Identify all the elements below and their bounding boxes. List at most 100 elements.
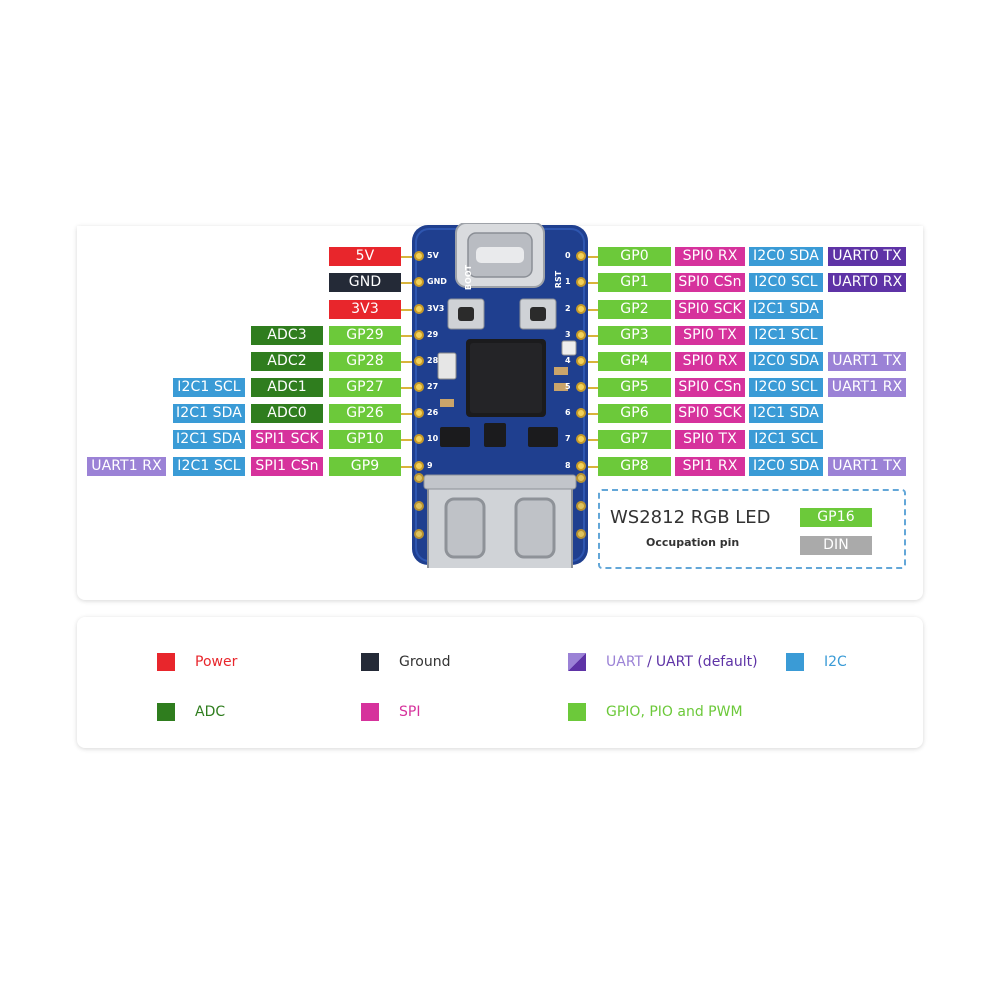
right-pin-2-tag-1: SPI0 SCK <box>675 300 745 319</box>
legend-card: Power Ground UART / UART (default) I2C A… <box>77 617 923 748</box>
power-swatch <box>157 653 175 671</box>
right-pin-7-tag-2: I2C1 SCL <box>749 430 823 449</box>
left-pad-1 <box>414 277 424 287</box>
legend-uart: UART / UART (default) <box>568 653 758 671</box>
left-pin-5-tag-1: ADC1 <box>251 378 323 397</box>
left-pin-8-tag-2: SPI1 CSn <box>251 457 323 476</box>
board-left-pin-label-2: 3V3 <box>427 304 445 313</box>
right-pad-7 <box>576 434 586 444</box>
right-pin-6-tag-2: I2C1 SDA <box>749 404 823 423</box>
right-pin-2-tag-0: GP2 <box>598 300 671 319</box>
left-pin-8-tag-1: I2C1 SCL <box>173 457 245 476</box>
right-pin-5-tag-3: UART1 RX <box>828 378 906 397</box>
boot-label: BOOT <box>464 264 474 291</box>
right-pin-5-tag-1: SPI0 CSn <box>675 378 745 397</box>
left-pad-0 <box>414 251 424 261</box>
board-right-pin-label-8: 8 <box>565 461 571 470</box>
left-wire-7 <box>401 439 415 441</box>
ground-swatch <box>361 653 379 671</box>
right-pin-0-tag-1: SPI0 RX <box>675 247 745 266</box>
legend-i2c-label: I2C <box>824 654 847 670</box>
right-pin-4-tag-0: GP4 <box>598 352 671 371</box>
right-pin-1-tag-0: GP1 <box>598 273 671 292</box>
left-wire-8 <box>401 466 415 468</box>
ws2812-led-box: WS2812 RGB LED Occupation pin GP16 DIN <box>598 489 906 569</box>
i2c-swatch <box>786 653 804 671</box>
board-right-pin-label-6: 6 <box>565 408 571 417</box>
adc-swatch <box>157 703 175 721</box>
right-pin-4-tag-2: I2C0 SDA <box>749 352 823 371</box>
right-pin-5-tag-0: GP5 <box>598 378 671 397</box>
board-left-pin-label-3: 29 <box>427 330 439 339</box>
right-pin-0-tag-0: GP0 <box>598 247 671 266</box>
right-pad-3 <box>576 330 586 340</box>
left-pad-7 <box>414 434 424 444</box>
board-left-pin-label-6: 26 <box>427 408 439 417</box>
left-pad-3 <box>414 330 424 340</box>
right-pin-0-tag-2: I2C0 SDA <box>749 247 823 266</box>
right-pin-4-tag-1: SPI0 RX <box>675 352 745 371</box>
right-pin-3-tag-1: SPI0 TX <box>675 326 745 345</box>
left-wire-6 <box>401 413 415 415</box>
right-pin-7-tag-0: GP7 <box>598 430 671 449</box>
left-pin-6-tag-0: I2C1 SDA <box>173 404 245 423</box>
left-pad-2 <box>414 304 424 314</box>
legend-gpio: GPIO, PIO and PWM <box>568 703 743 721</box>
legend-spi: SPI <box>361 703 420 721</box>
extra-pad-1-0 <box>414 501 424 511</box>
legend-gpio-label: GPIO, PIO and PWM <box>606 704 743 720</box>
legend-ground: Ground <box>361 653 451 671</box>
rst-label: RST <box>554 270 564 289</box>
left-pin-7-tag-0: I2C1 SDA <box>173 430 245 449</box>
left-pin-0-tag-0: 5V <box>329 247 401 266</box>
left-pin-3-tag-1: GP29 <box>329 326 401 345</box>
board-right-pin-label-3: 3 <box>565 330 571 339</box>
right-pad-4 <box>576 356 586 366</box>
board-right-pin-label-7: 7 <box>565 434 571 443</box>
left-pad-5 <box>414 382 424 392</box>
board-left-pin-label-0: 5V <box>427 251 439 260</box>
left-pin-3-tag-0: ADC3 <box>251 326 323 345</box>
right-pin-3-tag-2: I2C1 SCL <box>749 326 823 345</box>
legend-power-label: Power <box>195 654 238 670</box>
legend-power: Power <box>157 653 237 671</box>
right-wire-6 <box>584 413 598 415</box>
left-pin-1-tag-0: GND <box>329 273 401 292</box>
left-pad-4 <box>414 356 424 366</box>
right-pad-5 <box>576 382 586 392</box>
legend-uart-separator: / <box>647 654 652 670</box>
board-left-pin-label-8: 9 <box>427 461 433 470</box>
right-wire-7 <box>584 439 598 441</box>
right-pin-7-tag-1: SPI0 TX <box>675 430 745 449</box>
left-pin-6-tag-2: GP26 <box>329 404 401 423</box>
extra-pad-2-1 <box>576 529 586 539</box>
right-pin-2-tag-2: I2C1 SDA <box>749 300 823 319</box>
left-wire-2 <box>401 309 415 311</box>
board-right-pin-label-1: 1 <box>565 277 571 286</box>
uart-swatch <box>568 653 586 671</box>
extra-pad-2-0 <box>414 529 424 539</box>
right-pin-6-tag-1: SPI0 SCK <box>675 404 745 423</box>
right-pad-6 <box>576 408 586 418</box>
legend-adc: ADC <box>157 703 225 721</box>
led-gpio-tag: GP16 <box>800 508 872 527</box>
left-pad-6 <box>414 408 424 418</box>
right-pad-2 <box>576 304 586 314</box>
left-pin-8-tag-0: UART1 RX <box>87 457 166 476</box>
left-wire-4 <box>401 361 415 363</box>
left-pin-8-tag-3: GP9 <box>329 457 401 476</box>
left-pin-4-tag-1: GP28 <box>329 352 401 371</box>
right-pin-8-tag-1: SPI1 RX <box>675 457 745 476</box>
right-pin-1-tag-3: UART0 RX <box>828 273 906 292</box>
board-right-pin-label-4: 4 <box>565 356 571 365</box>
right-wire-2 <box>584 309 598 311</box>
legend-spi-label: SPI <box>399 704 421 720</box>
board-right-pin-label-2: 2 <box>565 304 571 313</box>
right-wire-5 <box>584 387 598 389</box>
left-pin-2-tag-0: 3V3 <box>329 300 401 319</box>
right-pad-0 <box>576 251 586 261</box>
legend-ground-label: Ground <box>399 654 451 670</box>
legend-adc-label: ADC <box>195 704 226 720</box>
left-pin-4-tag-0: ADC2 <box>251 352 323 371</box>
board-right-pin-label-0: 0 <box>565 251 571 260</box>
